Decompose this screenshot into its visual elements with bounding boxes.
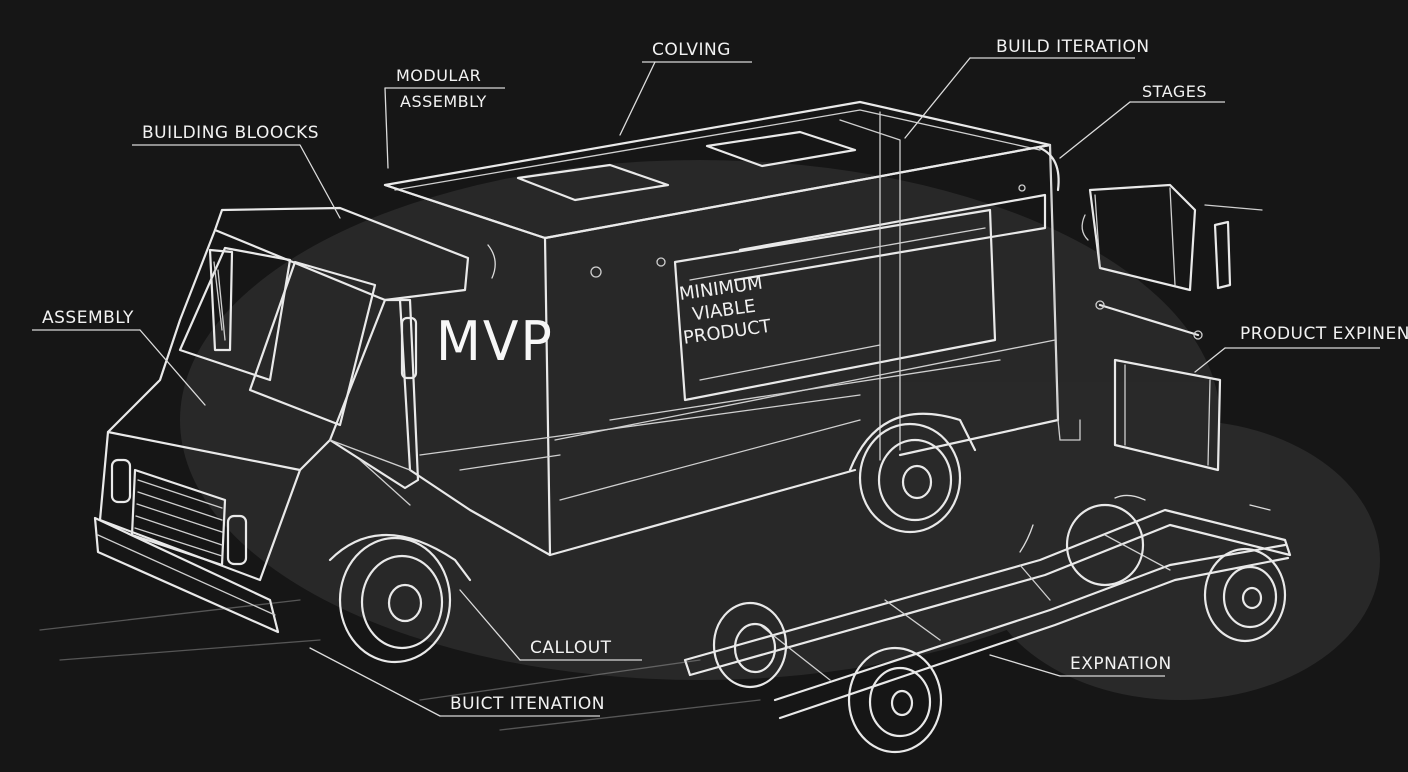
windshield-left [178, 246, 292, 382]
label-stages: STAGES [1142, 82, 1208, 101]
leader-lines [32, 57, 1380, 717]
headlight [110, 458, 132, 504]
label-callout: CALLOUT [530, 638, 612, 658]
label-build-iteration: BUILD ITERATION [996, 37, 1150, 57]
label-built-iteration: BUICT ITENATION [450, 694, 605, 714]
label-assembly: ASSEMBLY [42, 308, 134, 328]
ground-hatching [39, 599, 761, 731]
truck-cab [93, 206, 470, 634]
label-expnation: EXPNATION [1070, 654, 1172, 674]
label-modular: MODULAR [396, 66, 482, 85]
chassis [683, 503, 1292, 754]
grille [130, 468, 227, 567]
label-building-blocks: BUILDING BLOOCKS [142, 123, 320, 143]
side-mirror [400, 316, 418, 380]
front-bumper [93, 516, 280, 634]
serving-window-text: MINIMUM VIABLE PRODUCT [676, 272, 772, 350]
truck-side-text: MVP [436, 310, 554, 374]
truck-box [383, 100, 1081, 557]
roof-vent [705, 130, 857, 168]
label-colving: COLVING [652, 40, 731, 60]
serving-window [673, 208, 997, 402]
windshield-right [248, 260, 377, 427]
label-product-expansions: PRODUCT EXPINENS [1240, 324, 1408, 344]
exploded-parts [1081, 183, 1263, 472]
label-assembly-modular: ASSEMBLY [400, 92, 487, 111]
side-panel [1113, 358, 1222, 472]
chalk-smudges [180, 160, 1380, 700]
mirror [208, 248, 234, 352]
front-wheel [328, 534, 472, 664]
roof-vent [516, 163, 670, 202]
rear-wheel [848, 412, 977, 534]
headlight [226, 514, 248, 566]
